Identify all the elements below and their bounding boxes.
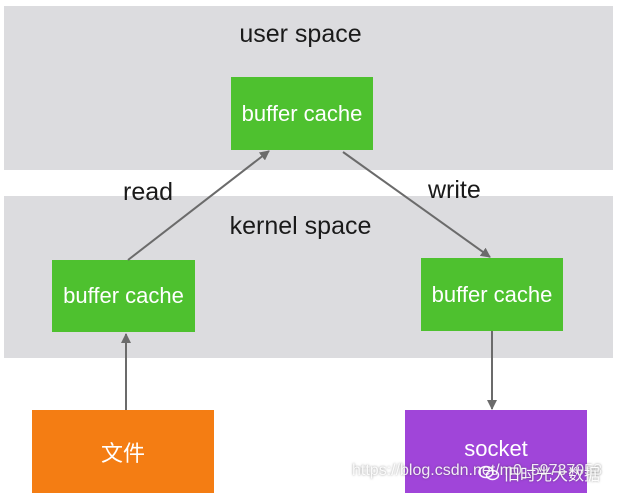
kernel-write-buffer-cache: buffer cache [421,258,563,331]
watermark-brand-text: 旧时光大数据 [504,467,601,484]
user-buffer-cache: buffer cache [231,77,373,150]
write-label: write [428,176,481,204]
watermark-url: https://blog.csdn.net/m0_59737058 [352,462,602,479]
watermark-brand: 旧时光大数据 [478,461,600,485]
kernel-space-title: kernel space [229,212,372,240]
read-label: read [123,178,174,206]
user-space-title: user space [239,20,362,48]
write-arrow [342,151,491,258]
kernel-read-buffer-cache: buffer cache [52,260,195,332]
file-box: 文件 [32,410,214,493]
read-arrow [127,150,270,261]
wechat-logo-icon [478,465,500,481]
